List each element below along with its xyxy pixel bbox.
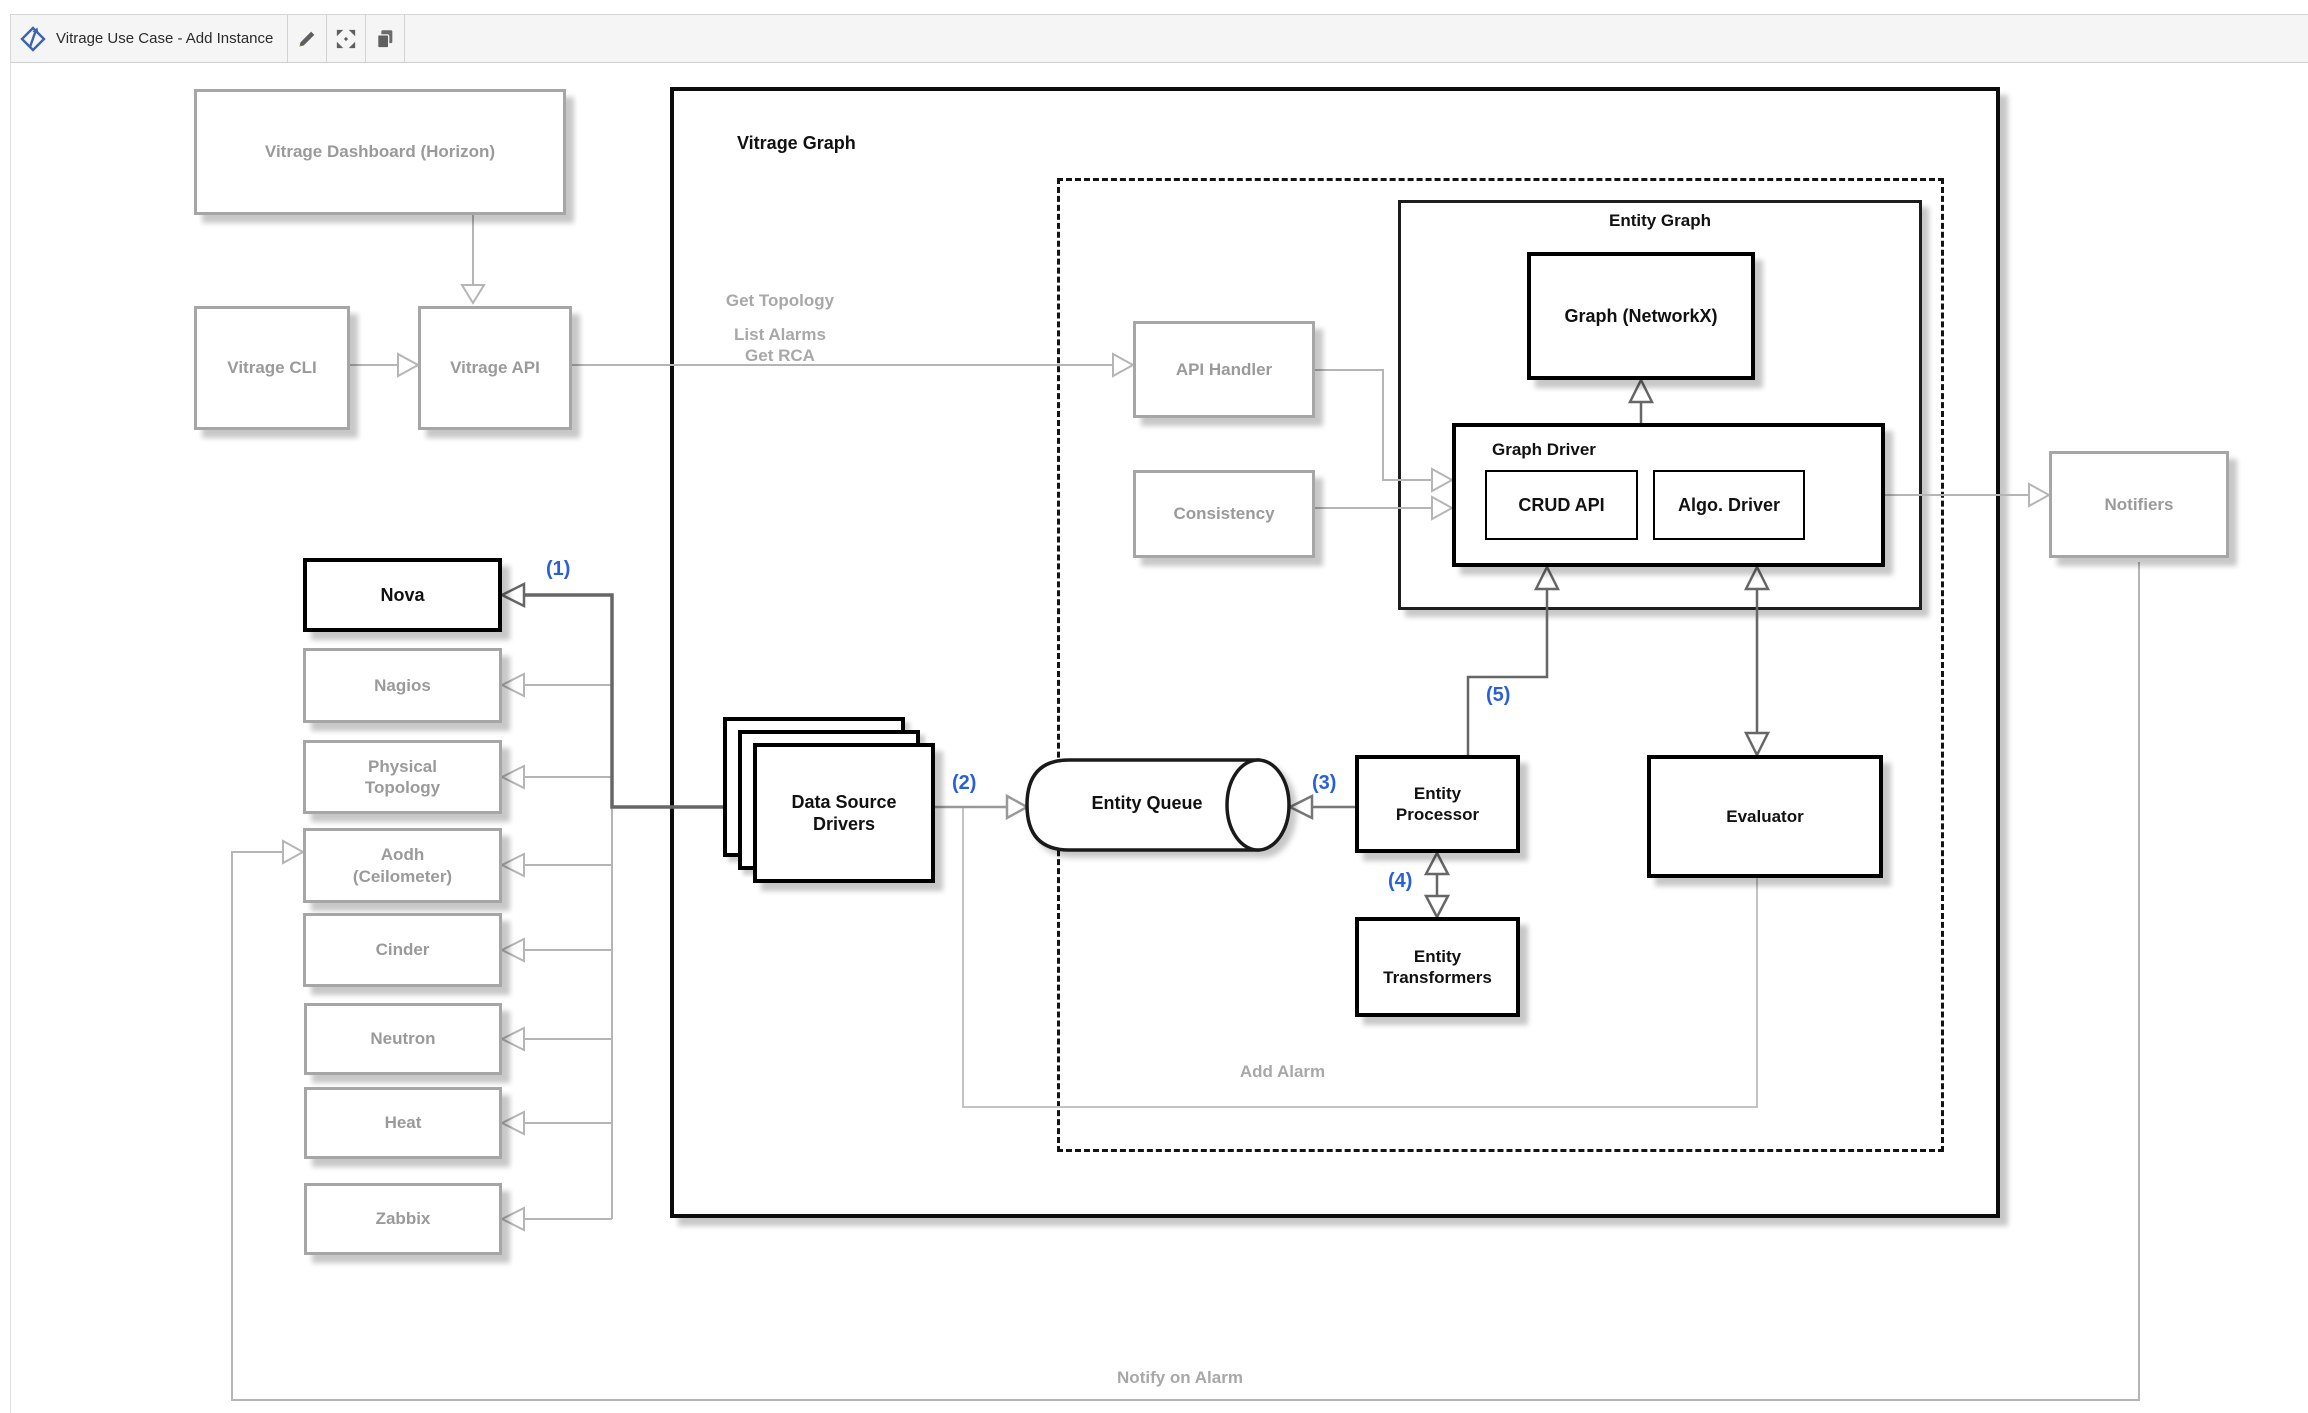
- node-vitrage-api: Vitrage API: [418, 306, 572, 430]
- vitrage-graph-title: Vitrage Graph: [737, 133, 856, 153]
- node-vitrage-cli: Vitrage CLI: [194, 306, 350, 430]
- entity-queue-label: Entity Queue: [1091, 793, 1203, 813]
- node-label: Consistency: [1173, 504, 1275, 524]
- node-physical-topology: Physical Topology: [303, 740, 502, 814]
- node-label: Heat: [384, 1113, 422, 1133]
- node-heat: Heat: [304, 1087, 502, 1159]
- node-label: Algo. Driver: [1677, 494, 1781, 515]
- node-nagios: Nagios: [303, 648, 502, 723]
- node-neutron: Neutron: [304, 1003, 502, 1075]
- node-label: Cinder: [375, 940, 430, 960]
- toolbar: Vitrage Use Case - Add Instance: [10, 14, 2308, 63]
- edge-label-list-alarms: List Alarms: [734, 325, 826, 344]
- node-label: Vitrage CLI: [227, 358, 317, 378]
- node-consistency: Consistency: [1133, 470, 1315, 558]
- node-label: Evaluator: [1726, 806, 1804, 826]
- node-label: Entity Processor: [1395, 783, 1480, 824]
- node-label: Aodh (Ceilometer): [352, 845, 453, 886]
- node-label: Neutron: [370, 1029, 436, 1049]
- node-entity-processor: Entity Processor: [1355, 755, 1520, 853]
- edge-label-get-rca: Get RCA: [745, 346, 815, 365]
- node-label: Nova: [380, 584, 425, 605]
- node-crud-api: CRUD API: [1485, 470, 1638, 540]
- step-1-label: (1): [546, 558, 571, 580]
- node-aodh-ceilometer: Aodh (Ceilometer): [303, 828, 502, 903]
- node-label: Vitrage API: [450, 358, 540, 378]
- node-label: Physical Topology: [364, 756, 441, 797]
- processing-dashed-boundary: [1057, 178, 1944, 1152]
- node-label: Data Source Drivers: [791, 791, 897, 835]
- node-zabbix: Zabbix: [304, 1183, 502, 1255]
- node-notifiers: Notifiers: [2049, 451, 2229, 558]
- node-graph-networkx: Graph (NetworkX): [1527, 252, 1755, 380]
- copy-icon[interactable]: [366, 15, 404, 62]
- node-entity-transformers: Entity Transformers: [1355, 917, 1520, 1017]
- node-algo-driver: Algo. Driver: [1653, 470, 1805, 540]
- step-2-label: (2): [952, 772, 977, 794]
- entity-graph-title: Entity Graph: [1608, 211, 1711, 230]
- node-cinder: Cinder: [303, 913, 502, 987]
- node-label: Vitrage Dashboard (Horizon): [264, 142, 496, 162]
- edge-label-notify-on-alarm: Notify on Alarm: [1117, 1368, 1243, 1387]
- toolbar-divider: [404, 15, 406, 62]
- node-label: CRUD API: [1518, 494, 1605, 515]
- viewer-frame-edge: [10, 61, 11, 1413]
- step-5-label: (5): [1486, 684, 1511, 706]
- toolbar-divider: [365, 15, 367, 62]
- fullscreen-icon[interactable]: [327, 15, 365, 62]
- diagram-title: Vitrage Use Case - Add Instance: [56, 30, 274, 47]
- toolbar-divider: [287, 15, 289, 62]
- node-label: Entity Transformers: [1383, 946, 1492, 987]
- node-label: Graph (NetworkX): [1564, 305, 1718, 326]
- node-label: Nagios: [374, 675, 431, 695]
- node-label: Zabbix: [375, 1209, 431, 1229]
- node-api-handler: API Handler: [1133, 321, 1315, 418]
- node-evaluator: Evaluator: [1647, 755, 1883, 878]
- edge-label-get-topology: Get Topology: [725, 291, 835, 310]
- step-3-label: (3): [1312, 772, 1337, 794]
- gliffy-logo-icon: [20, 25, 46, 52]
- node-label: Notifiers: [2104, 494, 2174, 514]
- edit-pencil-icon[interactable]: [288, 15, 326, 62]
- edge-label-add-alarm: Add Alarm: [1239, 1062, 1326, 1081]
- node-vitrage-dashboard: Vitrage Dashboard (Horizon): [194, 89, 566, 215]
- node-entity-queue: [1025, 758, 1291, 852]
- step-4-label: (4): [1388, 870, 1413, 892]
- node-data-source-drivers: Data Source Drivers: [753, 743, 935, 883]
- node-nova: Nova: [303, 558, 502, 632]
- node-label: API Handler: [1175, 359, 1273, 379]
- toolbar-divider: [326, 15, 328, 62]
- graph-driver-title: Graph Driver: [1492, 440, 1596, 459]
